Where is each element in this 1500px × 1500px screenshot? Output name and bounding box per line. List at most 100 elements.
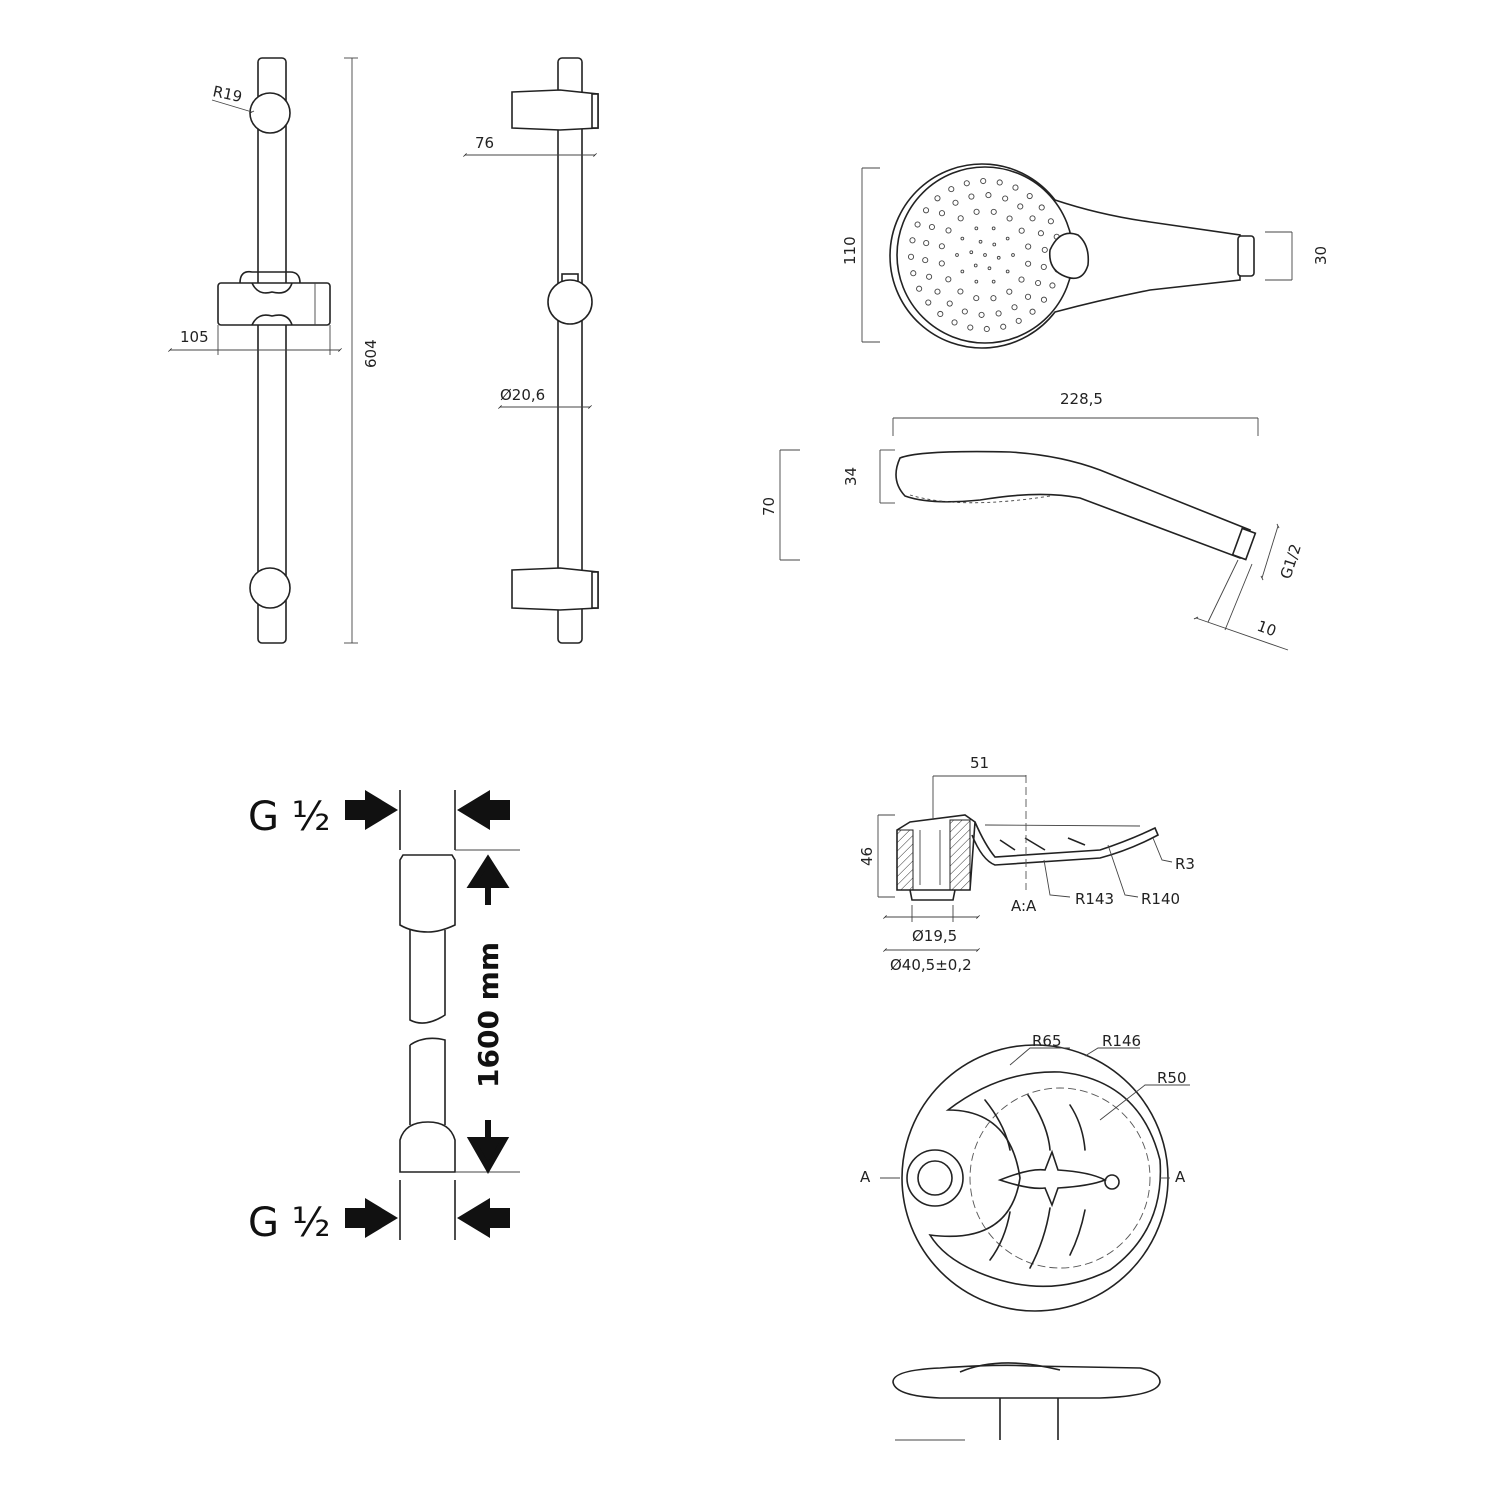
dim-g1-2: G1/2 [1277,542,1305,582]
dim-34: 34 [842,467,860,486]
arrow-right-icon [345,790,398,830]
nozzle [1026,192,1033,200]
nozzle [926,273,933,280]
nozzle [1005,236,1010,241]
nozzle [983,325,990,333]
nozzle [987,266,992,271]
dim-228-5: 228,5 [1060,390,1103,408]
nozzle [960,269,965,274]
section-label: A:A [1011,897,1037,915]
drain-slots [984,1094,1086,1269]
soap-dish-plan: A A R65 R146 R50 [860,1032,1190,1312]
dim-r146: R146 [1102,1032,1141,1050]
nozzle [1049,282,1056,289]
nozzle [934,195,941,202]
nozzle [978,239,983,244]
dim-r19: R19 [211,82,244,106]
slider-holder [217,270,331,326]
rail-rod [257,57,287,644]
rail-side-view: 76 Ø20,6 [463,57,599,644]
nozzle [938,260,945,267]
soap-dish-outline [901,1044,1169,1312]
nozzle [978,311,985,318]
nozzle [1025,243,1032,250]
nozzle [951,319,958,326]
nozzle [914,221,921,228]
nozzle [957,288,964,295]
mode-button [1048,232,1090,280]
nozzle [1006,288,1013,295]
hose-drawing: G ½ G ½ 1600 mm [248,790,520,1246]
nozzle [961,308,968,315]
nozzle [1029,308,1036,315]
handshower-side-view: 228,5 34 70 G1/2 10 [760,390,1305,651]
nozzle [910,270,917,277]
rail-rod-side [557,57,583,644]
rail-front-view: 105 604 R19 [168,57,380,644]
nozzle [1015,317,1022,324]
nozzle [1011,304,1018,311]
arrow-right-icon [345,1198,398,1238]
dim-r50: R50 [1157,1069,1187,1087]
dim-r65: R65 [1032,1032,1062,1050]
nozzle [1024,293,1032,300]
nozzle [1029,215,1036,222]
nozzle [945,276,952,283]
nozzle [969,250,974,255]
nozzle [991,226,996,231]
dim-30: 30 [1312,246,1330,265]
arrow-left-icon [457,790,510,830]
slider-knob [547,279,593,325]
nozzle [991,279,996,284]
hose-top-thread: G ½ [248,794,330,840]
nozzle [1000,323,1007,330]
dim-10: 10 [1255,617,1279,640]
nozzle [934,288,941,295]
nozzle [1035,279,1042,287]
dim-70: 70 [760,497,778,516]
nozzle [916,285,923,292]
nozzle [960,236,965,241]
nozzle [1017,203,1024,210]
handshower-front-view: 110 30 [841,163,1330,349]
nozzle [946,300,953,307]
nozzle [990,208,997,215]
nozzle [1037,230,1044,237]
nozzle [928,223,935,231]
dim-51: 51 [970,754,989,772]
nozzle [967,324,974,331]
spray-nozzles [907,177,1063,333]
nozzle [1047,218,1054,225]
nozzle [907,253,915,260]
nozzle [909,237,916,244]
nozzle [1012,184,1019,191]
nozzle [922,257,929,264]
section-a-left: A [860,1168,871,1186]
nozzle [925,299,932,306]
nozzle [1018,227,1025,234]
nozzle [990,295,997,302]
nozzle [973,208,980,215]
nozzle [973,295,980,302]
nozzle [957,215,964,222]
nozzle [948,186,955,193]
dim-76: 76 [475,134,494,152]
dim-110: 110 [841,236,859,265]
nozzle [937,310,944,318]
nozzle [985,192,992,199]
connector [1237,235,1255,277]
nozzle [974,226,979,231]
nozzle [1041,246,1048,253]
rail-hole [906,1149,964,1207]
nozzle [1005,269,1010,274]
hose-bottom-thread: G ½ [248,1200,330,1246]
nozzle [1025,260,1032,267]
dim-105: 105 [180,328,209,346]
nozzle [963,180,970,187]
nozzle [922,207,930,214]
nozzle [938,210,946,217]
nozzle [973,263,978,268]
nozzle [1011,253,1015,257]
dim-46: 46 [858,847,876,866]
